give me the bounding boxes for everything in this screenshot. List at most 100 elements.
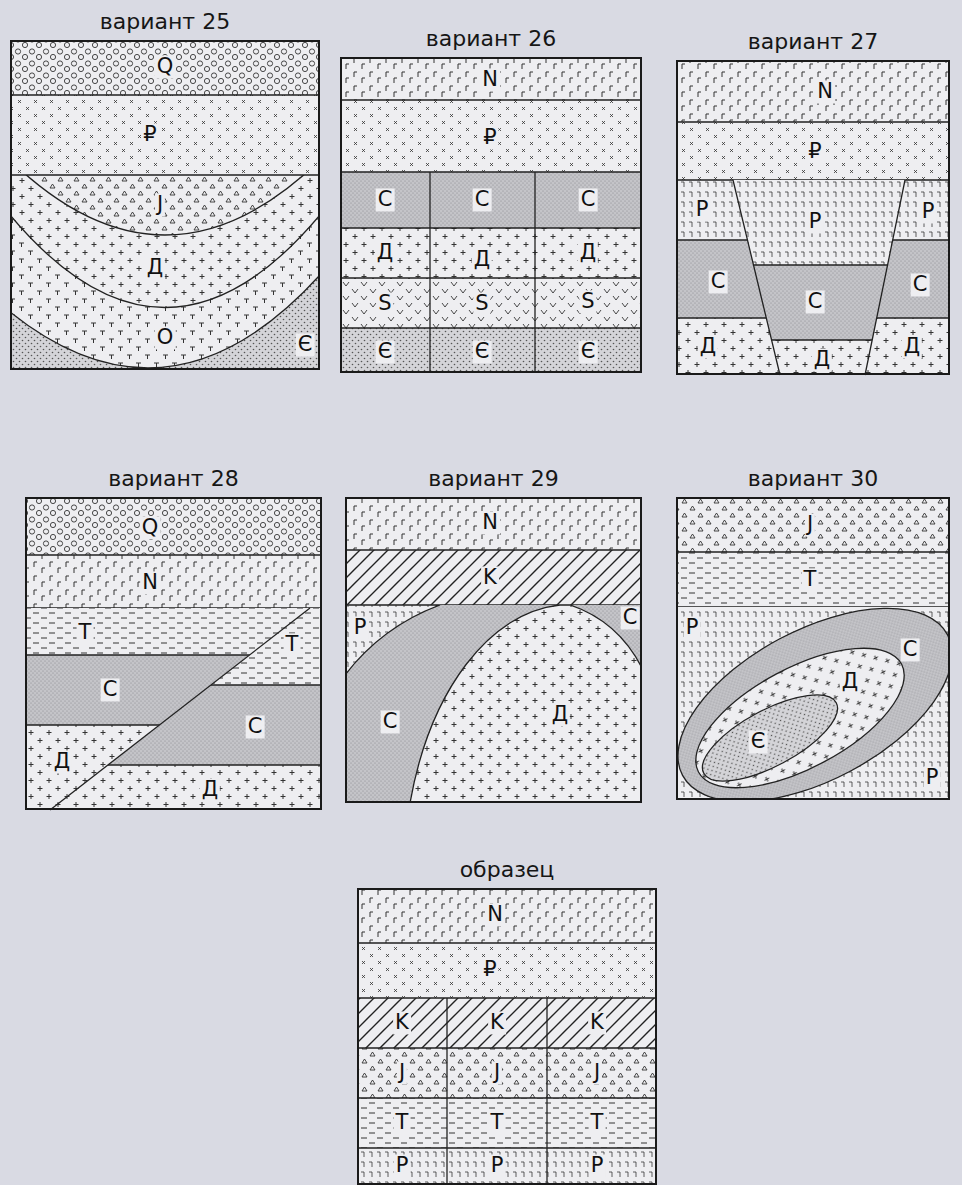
rock-index: Д	[472, 248, 492, 271]
rock-layer	[50, 608, 310, 810]
rock-layer	[700, 340, 930, 375]
rock-index: C	[246, 715, 265, 738]
rock-index: C	[709, 270, 728, 293]
rock-index: N	[480, 68, 500, 91]
section-panel: вариант 29	[345, 497, 642, 803]
rock-index: N	[140, 571, 160, 594]
rock-index: S	[473, 292, 490, 315]
rock-layer	[340, 57, 642, 373]
rock-layer	[340, 57, 642, 100]
variant-title: вариант 29	[327, 466, 660, 492]
rock-layer	[10, 40, 320, 235]
rock-index: C	[579, 188, 598, 211]
rock-layer	[345, 605, 440, 675]
rock-index: C	[806, 290, 825, 313]
rock-layer	[676, 497, 950, 552]
rock-layer	[676, 552, 950, 607]
rock-layer	[676, 607, 950, 800]
rock-layer	[340, 228, 642, 278]
rock-layer	[10, 40, 320, 370]
rock-layer	[10, 95, 320, 175]
variant-title: вариант 26	[322, 26, 660, 52]
rock-index: Є	[296, 333, 315, 356]
rock-layer	[25, 608, 322, 685]
rock-layer	[357, 943, 657, 1185]
rock-index: Q	[140, 516, 161, 539]
section-panel: образец	[357, 888, 657, 1185]
rock-index: Д	[902, 335, 922, 358]
rock-index: J	[492, 1061, 502, 1084]
rock-index: P	[394, 1154, 411, 1177]
rock-index: ₽	[481, 126, 498, 149]
rock-index: C	[911, 273, 930, 296]
rock-index: N	[815, 80, 835, 103]
rock-index: C	[376, 188, 395, 211]
rock-index: ₽	[806, 140, 823, 163]
rock-layer	[10, 95, 320, 175]
rock-index: Д	[550, 703, 570, 726]
rock-layer	[25, 555, 322, 608]
rock-layer	[25, 555, 322, 608]
rock-layer	[357, 998, 657, 1048]
rock-index: J	[592, 1061, 602, 1084]
rock-index: T	[284, 633, 301, 656]
rock-layer	[10, 40, 320, 370]
variant-title: образец	[339, 857, 675, 883]
rock-layer	[345, 605, 642, 803]
rock-index: O	[155, 326, 176, 349]
rock-index: ₽	[481, 958, 498, 981]
rock-index: Є	[376, 340, 395, 363]
rock-index: C	[621, 606, 640, 629]
variant-title: вариант 30	[658, 466, 962, 492]
rock-layer	[357, 1048, 657, 1098]
rock-index: C	[381, 710, 400, 733]
rock-layer	[340, 278, 642, 328]
rock-index: Д	[698, 335, 718, 358]
rock-layer	[357, 1098, 657, 1148]
rock-index: Д	[375, 241, 395, 264]
rock-layer	[357, 888, 657, 1185]
rock-index: T	[589, 1111, 606, 1134]
rock-index: J	[397, 1061, 407, 1084]
variant-title: вариант 25	[0, 9, 338, 35]
rock-layer	[345, 605, 642, 803]
rock-layer	[647, 497, 962, 842]
rock-index: Д	[52, 750, 72, 773]
rock-index: N	[480, 511, 500, 534]
rock-layer	[700, 180, 930, 265]
rock-index: T	[77, 621, 94, 644]
rock-layer	[345, 550, 642, 605]
rock-layer	[733, 180, 905, 375]
rock-index: Q	[155, 55, 176, 78]
rock-index: P	[684, 616, 701, 639]
rock-index: P	[920, 200, 937, 223]
rock-layer	[676, 552, 950, 607]
rock-index: Є	[749, 730, 768, 753]
rock-layer	[25, 497, 322, 555]
rock-index: C	[901, 638, 920, 661]
rock-index: Д	[840, 670, 860, 693]
rock-index: P	[589, 1154, 606, 1177]
rock-layer	[340, 172, 642, 228]
rock-index: ₽	[141, 123, 158, 146]
rock-layer	[340, 100, 642, 373]
rock-layer	[345, 497, 642, 550]
rock-index: P	[807, 210, 824, 233]
rock-index: T	[489, 1111, 506, 1134]
section-panel: вариант 26	[340, 57, 642, 373]
rock-index: S	[579, 290, 596, 313]
rock-layer	[357, 1148, 657, 1185]
rock-index: K	[393, 1011, 411, 1034]
rock-index: K	[588, 1011, 606, 1034]
rock-index: Д	[145, 256, 165, 279]
rock-index: P	[924, 766, 941, 789]
rock-layer	[25, 608, 322, 810]
rock-layer	[700, 265, 930, 340]
rock-layer	[700, 180, 930, 375]
rock-index: C	[473, 188, 492, 211]
rock-layer	[691, 678, 850, 798]
rock-index: J	[155, 193, 165, 216]
rock-index: P	[694, 198, 711, 221]
variant-title: вариант 27	[658, 29, 962, 55]
